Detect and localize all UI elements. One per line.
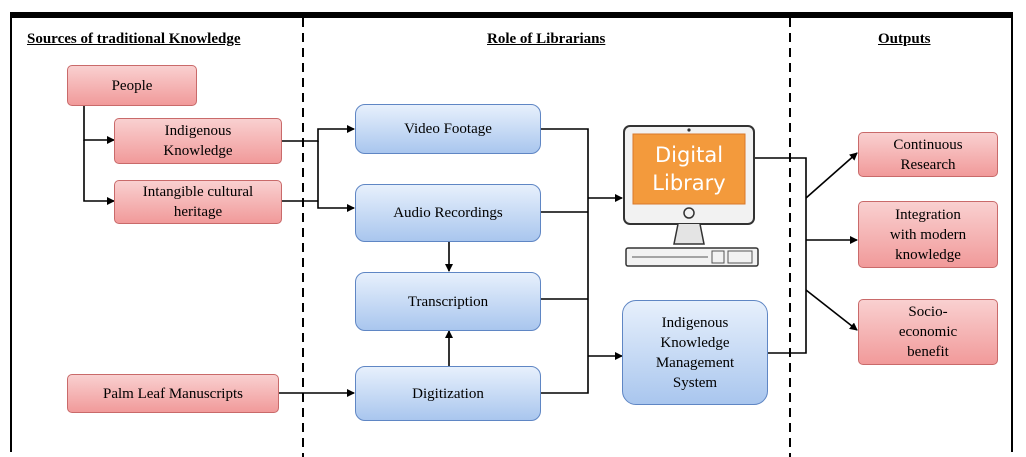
output-integration: Integration with modern knowledge — [858, 201, 998, 268]
digital-library-label: Digital Library — [652, 143, 726, 195]
arrow-people-to-intangible — [83, 140, 115, 205]
output-socio-economic-label: Socio- economic benefit — [898, 304, 958, 360]
monitor-stand — [673, 223, 705, 245]
role-transcription: Transcription — [355, 272, 541, 331]
source-indigenous-knowledge: Indigenous Knowledge — [114, 118, 282, 164]
role-digitization-label: Digitization — [412, 385, 484, 402]
arrow-to-continuous-research — [805, 152, 858, 199]
monitor-screen — [632, 133, 746, 205]
role-video-footage-label: Video Footage — [404, 121, 492, 137]
source-palm-leaf-label: Palm Leaf Manuscripts — [103, 385, 243, 402]
source-people: People — [67, 65, 197, 106]
heading-role: Role of Librarians — [487, 31, 606, 47]
source-people-label: People — [111, 77, 153, 94]
power-button — [683, 207, 695, 219]
output-integration-label: Integration with modern knowledge — [889, 206, 967, 263]
computer-icon — [623, 125, 759, 267]
arrow-indigenous-to-audio — [317, 141, 355, 212]
webcam-dot — [687, 128, 691, 132]
arrow-people-to-indigenous — [83, 106, 115, 144]
output-socio-economic: Socio- economic benefit — [858, 299, 998, 365]
role-transcription-label: Transcription — [407, 293, 489, 310]
source-intangible-heritage: Intangible cultural heritage — [114, 180, 282, 224]
system-ikms: Indigenous Knowledge Management System — [622, 300, 768, 405]
role-audio-recordings-label: Audio Recordings — [393, 205, 503, 221]
heading-sources: Sources of traditional Knowledge — [27, 31, 241, 47]
digital-library-screen-label: Digital Library — [633, 134, 745, 204]
output-continuous-research: Continuous Research — [858, 132, 998, 177]
output-continuous-research-label: Continuous Research — [893, 136, 963, 173]
system-ikms-label: Indigenous Knowledge Management System — [655, 314, 735, 391]
connector-video-out — [541, 128, 589, 394]
source-intangible-heritage-label: Intangible cultural heritage — [142, 184, 254, 220]
heading-outputs: Outputs — [878, 31, 931, 47]
role-audio-recordings: Audio Recordings — [355, 184, 541, 242]
arrow-to-socio-economic — [805, 289, 858, 331]
role-video-footage: Video Footage — [355, 104, 541, 154]
diagram-frame — [10, 12, 1013, 452]
role-digitization: Digitization — [355, 366, 541, 421]
source-indigenous-knowledge-label: Indigenous Knowledge — [163, 123, 233, 159]
connector-library-out — [752, 157, 807, 354]
source-palm-leaf: Palm Leaf Manuscripts — [67, 374, 279, 413]
arrow-indigenous-to-video — [282, 125, 355, 142]
